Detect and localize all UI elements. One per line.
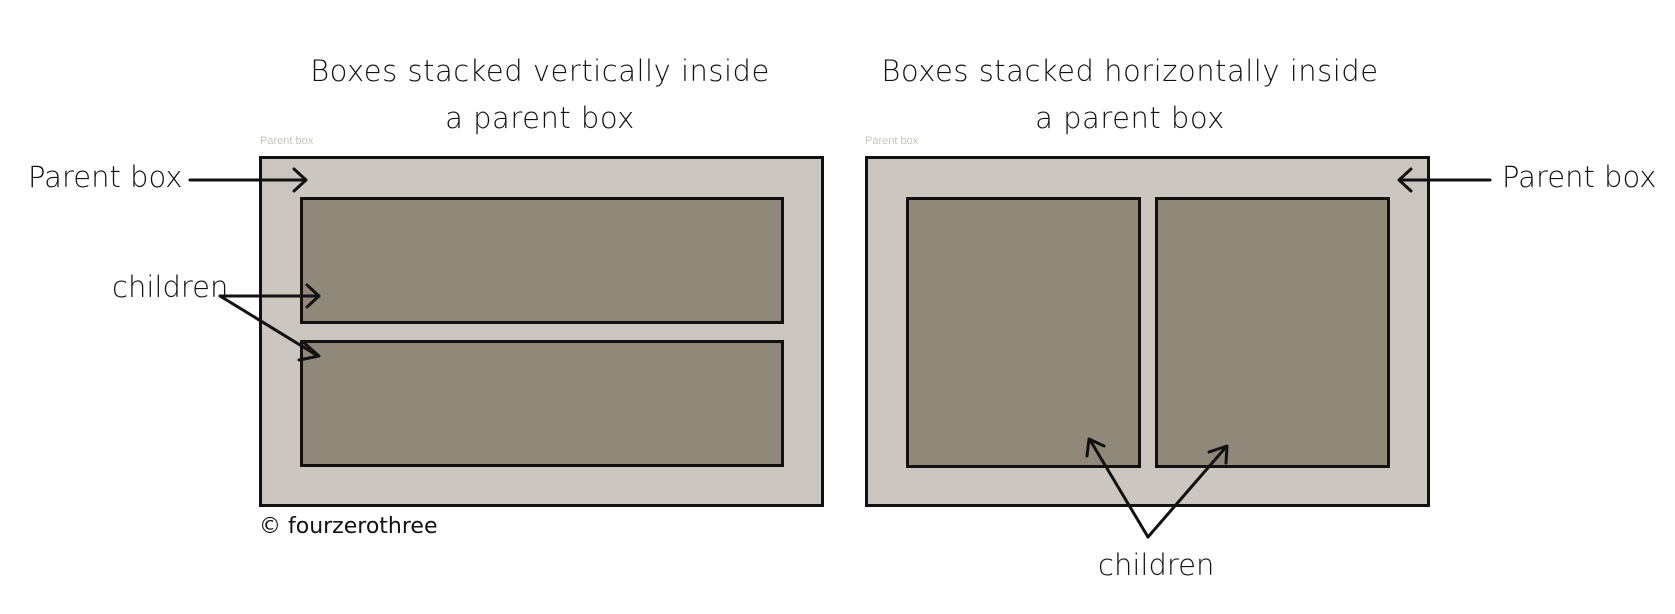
left-child-box-bottom	[300, 340, 784, 467]
left-child-box-top	[300, 197, 784, 324]
right-child-box-left	[906, 197, 1141, 468]
left-parent-caption: Parent box	[260, 135, 314, 147]
right-title-line2: a parent box	[1035, 101, 1225, 135]
right-parent-caption: Parent box	[865, 135, 919, 147]
left-title-line1: Boxes stacked vertically inside	[310, 54, 770, 88]
right-title-line1: Boxes stacked horizontally inside	[881, 54, 1379, 88]
copyright-text: © fourzerothree	[259, 514, 438, 539]
left-title-line2: a parent box	[445, 101, 635, 135]
left-parent-label: Parent box	[28, 160, 183, 194]
right-children-label: children	[1098, 548, 1215, 582]
right-child-box-right	[1155, 197, 1390, 468]
right-parent-label: Parent box	[1502, 160, 1657, 194]
right-title: Boxes stacked horizontally inside a pare…	[850, 48, 1410, 142]
left-title: Boxes stacked vertically inside a parent…	[260, 48, 820, 142]
left-children-label: children	[112, 270, 229, 304]
